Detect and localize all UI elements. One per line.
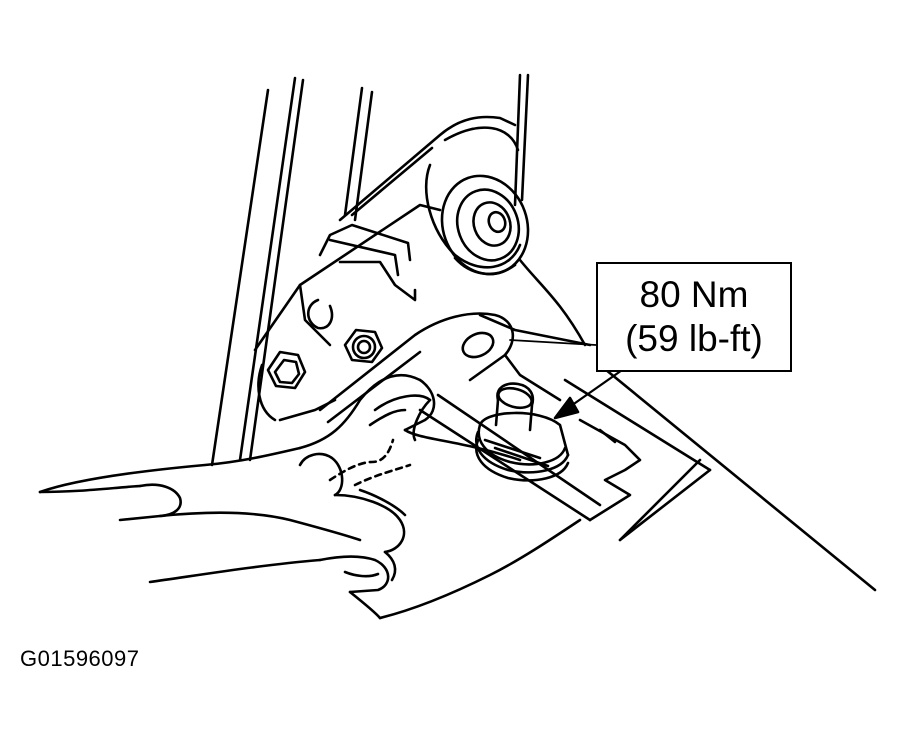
body-panel — [513, 73, 587, 347]
plate-bolt-left — [266, 350, 307, 390]
door-frame — [412, 363, 877, 592]
torque-imperial: (59 lb-ft) — [625, 318, 763, 359]
hand — [38, 373, 582, 620]
arrow-pointer-icon — [553, 396, 580, 420]
plate-bolt-center — [343, 328, 384, 364]
figure-id: G01596097 — [20, 646, 140, 671]
finger — [368, 394, 432, 427]
torque-callout: 80 Nm (59 lb-ft) — [596, 262, 792, 372]
strap-leader — [509, 339, 597, 346]
callout-leader — [553, 366, 627, 420]
finger-hidden-outline — [328, 438, 412, 487]
upper-hinge — [338, 115, 530, 276]
torque-metric: 80 Nm — [639, 274, 749, 315]
door-bolt — [475, 382, 570, 482]
